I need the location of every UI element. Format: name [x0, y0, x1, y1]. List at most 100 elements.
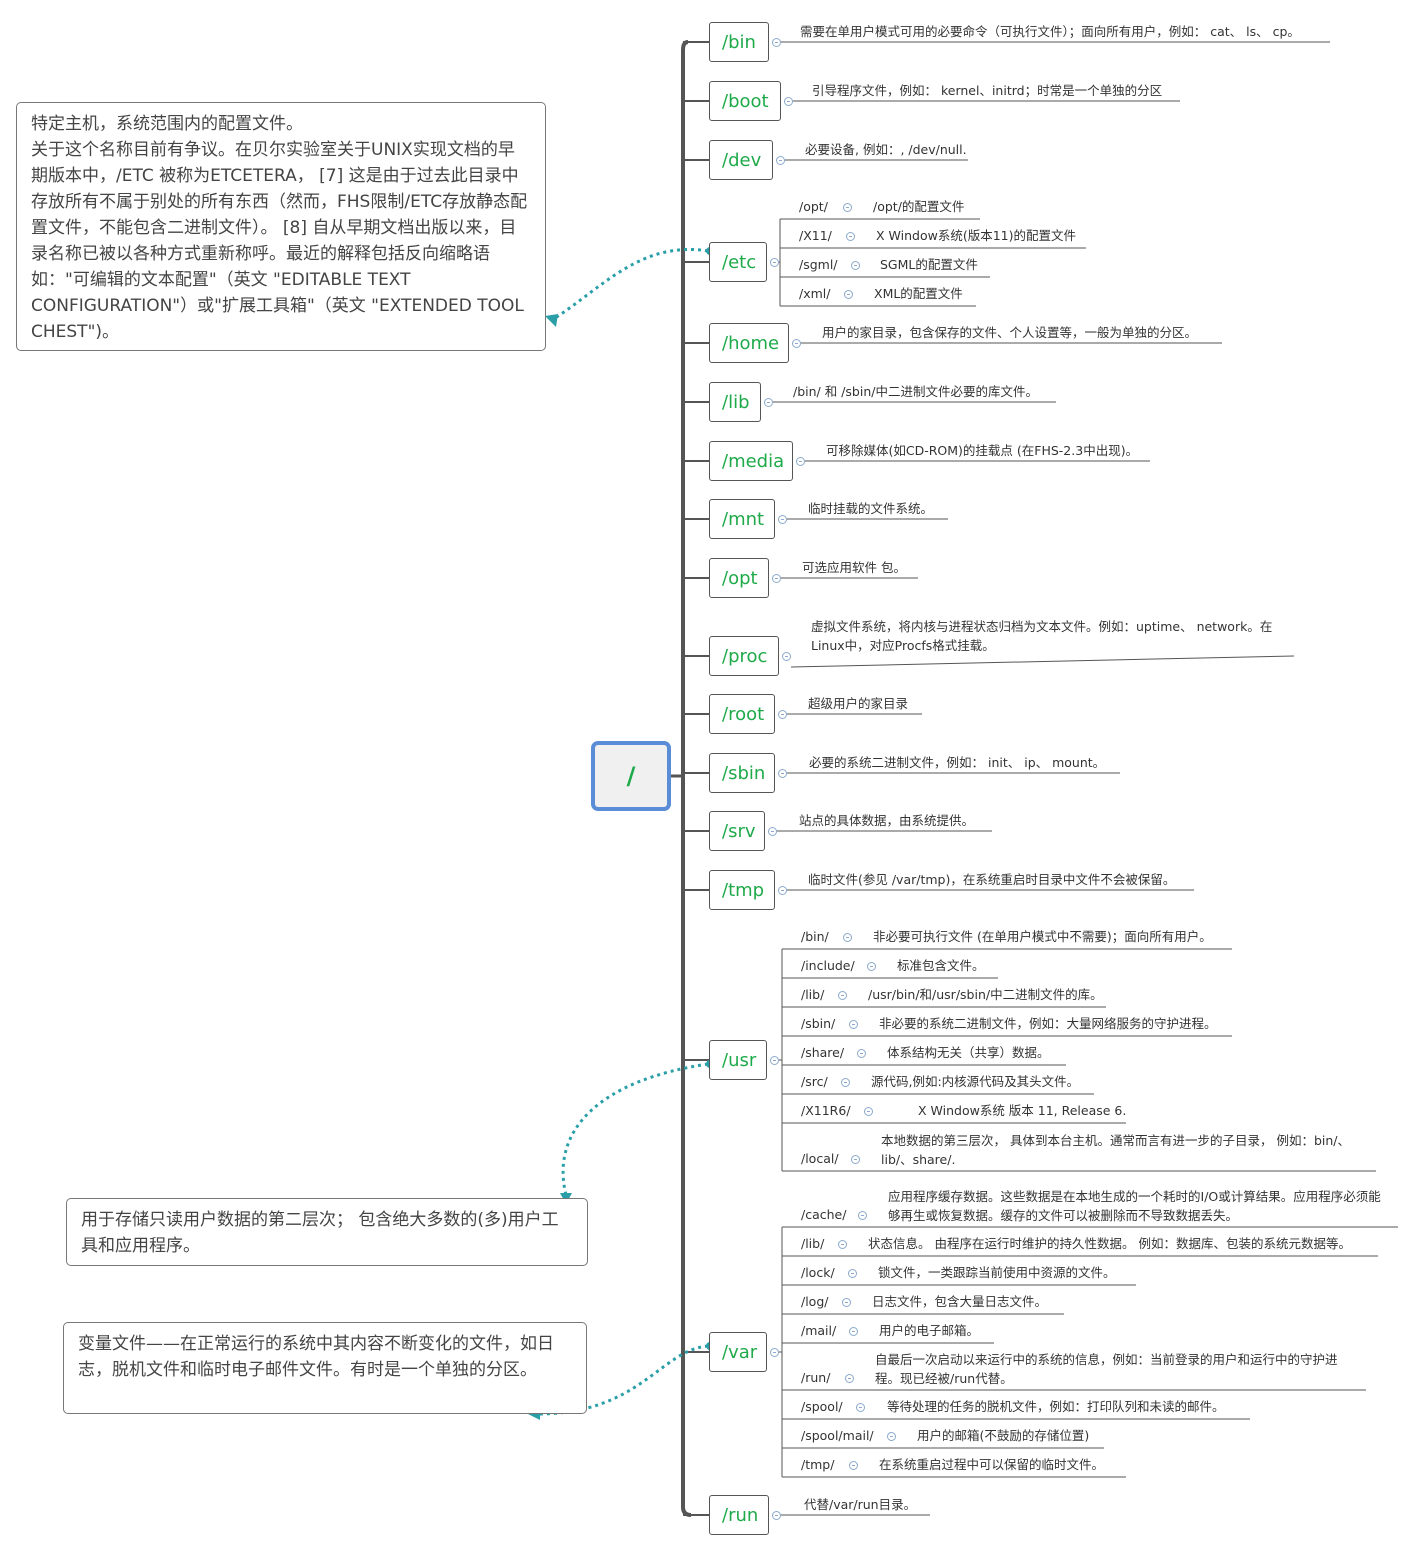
collapse-toggle-icon[interactable] [848, 1269, 857, 1278]
collapse-toggle-icon[interactable] [778, 515, 787, 524]
sub-item-key[interactable]: /X11R6/ [801, 1103, 851, 1118]
collapse-toggle-icon[interactable] [770, 1348, 779, 1357]
note-var-text: 变量文件——在正常运行的系统中其内容不断变化的文件，如日志，脱机文件和临时电子邮… [78, 1334, 554, 1380]
collapse-toggle-icon[interactable] [849, 1020, 858, 1029]
collapse-toggle-icon[interactable] [838, 1240, 847, 1249]
sub-item-key[interactable]: /lock/ [801, 1265, 835, 1280]
branch-description: 可选应用软件 包。 [802, 560, 906, 575]
collapse-toggle-icon[interactable] [792, 339, 801, 348]
collapse-toggle-icon[interactable] [776, 156, 785, 165]
branch-node-sbin[interactable]: /sbin [709, 753, 775, 793]
collapse-toggle-icon[interactable] [845, 1374, 854, 1383]
collapse-toggle-icon[interactable] [857, 1049, 866, 1058]
sub-item-description: 自最后一次启动以来运行中的系统的信息，例如：当前登录的用户和运行中的守护进程。现… [875, 1352, 1338, 1386]
branch-label: /boot [722, 90, 769, 112]
branch-node-boot[interactable]: /boot [709, 81, 781, 121]
collapse-toggle-icon[interactable] [778, 710, 787, 719]
sub-item-key[interactable]: /src/ [801, 1074, 828, 1089]
sub-item-key[interactable]: /cache/ [801, 1207, 847, 1222]
collapse-toggle-icon[interactable] [796, 457, 805, 466]
collapse-toggle-icon[interactable] [849, 1461, 858, 1470]
collapse-toggle-icon[interactable] [838, 991, 847, 1000]
collapse-toggle-icon[interactable] [770, 1056, 779, 1065]
branch-label: /tmp [722, 879, 765, 901]
collapse-toggle-icon[interactable] [867, 962, 876, 971]
sub-item-key[interactable]: /lib/ [801, 1236, 825, 1251]
sub-item-key[interactable]: /run/ [801, 1370, 831, 1385]
branch-node-tmp[interactable]: /tmp [709, 870, 775, 910]
sub-item-description: 源代码,例如:内核源代码及其头文件。 [871, 1074, 1080, 1089]
collapse-toggle-icon[interactable] [772, 574, 781, 583]
collapse-toggle-icon[interactable] [782, 652, 791, 661]
arrowhead-icon [545, 314, 558, 327]
sub-item-description: 体系结构无关（共享）数据。 [887, 1045, 1050, 1060]
collapse-toggle-icon[interactable] [842, 1298, 851, 1307]
branch-node-etc[interactable]: /etc [709, 242, 767, 282]
branch-description: 必要的系统二进制文件，例如： init、 ip、 mount。 [809, 755, 1106, 770]
collapse-toggle-icon[interactable] [778, 769, 787, 778]
note-connector-etc [551, 248, 709, 322]
collapse-toggle-icon[interactable] [851, 261, 860, 270]
sub-item-key[interactable]: /sbin/ [801, 1016, 836, 1031]
branch-node-bin[interactable]: /bin [709, 22, 769, 62]
collapse-toggle-icon[interactable] [770, 258, 779, 267]
sub-item-key[interactable]: /bin/ [801, 929, 829, 944]
sub-item-key[interactable]: /mail/ [801, 1323, 837, 1338]
sub-item-key[interactable]: /X11/ [799, 228, 832, 243]
collapse-toggle-icon[interactable] [846, 232, 855, 241]
branch-description: 必要设备, 例如：, /dev/null. [805, 142, 967, 157]
sub-item-key[interactable]: /local/ [801, 1151, 839, 1166]
branch-node-home[interactable]: /home [709, 323, 789, 363]
branch-description: 用户的家目录，包含保存的文件、个人设置等，一般为单独的分区。 [822, 325, 1198, 340]
sub-item-key[interactable]: /opt/ [799, 199, 828, 214]
note-var: 变量文件——在正常运行的系统中其内容不断变化的文件，如日志，脱机文件和临时电子邮… [63, 1322, 587, 1414]
root-node[interactable]: / [591, 741, 671, 811]
sub-item-description: 应用程序缓存数据。这些数据是在本地生成的一个耗时的I/O或计算结果。应用程序必须… [888, 1189, 1381, 1223]
branch-node-var[interactable]: /var [709, 1332, 767, 1372]
collapse-toggle-icon[interactable] [772, 1511, 781, 1520]
collapse-toggle-icon[interactable] [764, 398, 773, 407]
branch-label: /opt [722, 567, 758, 589]
collapse-toggle-icon[interactable] [849, 1327, 858, 1336]
branch-node-lib[interactable]: /lib [709, 382, 761, 422]
collapse-toggle-icon[interactable] [858, 1211, 867, 1220]
collapse-toggle-icon[interactable] [841, 1078, 850, 1087]
sub-item-key[interactable]: /sgml/ [799, 257, 838, 272]
sub-item-description: XML的配置文件 [874, 286, 963, 301]
sub-item-key[interactable]: /include/ [801, 958, 855, 973]
sub-item-key[interactable]: /spool/ [801, 1399, 843, 1414]
collapse-toggle-icon[interactable] [778, 886, 787, 895]
branch-node-mnt[interactable]: /mnt [709, 499, 775, 539]
sub-item-key[interactable]: /xml/ [799, 286, 831, 301]
sub-item-description: 标准包含文件。 [897, 958, 985, 973]
branch-node-root[interactable]: /root [709, 694, 775, 734]
branch-node-run[interactable]: /run [709, 1495, 769, 1535]
collapse-toggle-icon[interactable] [844, 290, 853, 299]
branch-description: 需要在单用户模式可用的必要命令（可执行文件）；面向所有用户，例如： cat、 l… [800, 24, 1300, 39]
branch-node-srv[interactable]: /srv [709, 811, 765, 851]
collapse-toggle-icon[interactable] [851, 1155, 860, 1164]
branch-node-proc[interactable]: /proc [709, 636, 779, 676]
branch-description: 超级用户的家目录 [808, 696, 909, 711]
branch-description: /bin/ 和 /sbin/中二进制文件必要的库文件。 [793, 384, 1038, 399]
sub-item-key[interactable]: /share/ [801, 1045, 845, 1060]
collapse-toggle-icon[interactable] [887, 1432, 896, 1441]
branch-description: 虚拟文件系统，将内核与进程状态归档为文本文件。例如：uptime、 networ… [811, 619, 1273, 653]
collapse-toggle-icon[interactable] [843, 933, 852, 942]
sub-item-key[interactable]: /log/ [801, 1294, 829, 1309]
collapse-toggle-icon[interactable] [843, 203, 852, 212]
branch-node-opt[interactable]: /opt [709, 558, 769, 598]
collapse-toggle-icon[interactable] [864, 1107, 873, 1116]
branch-node-dev[interactable]: /dev [709, 140, 773, 180]
branch-node-media[interactable]: /media [709, 441, 793, 481]
collapse-toggle-icon[interactable] [784, 97, 793, 106]
collapse-toggle-icon[interactable] [772, 38, 781, 47]
branch-node-usr[interactable]: /usr [709, 1040, 767, 1080]
sub-item-description: 状态信息。 由程序在运行时维护的持久性数据。 例如：数据库、包装的系统元数据等。 [868, 1236, 1351, 1251]
collapse-toggle-icon[interactable] [856, 1403, 865, 1412]
collapse-toggle-icon[interactable] [768, 827, 777, 836]
sub-item-key[interactable]: /tmp/ [801, 1457, 835, 1472]
sub-item-key[interactable]: /lib/ [801, 987, 825, 1002]
branch-label: /run [722, 1504, 759, 1526]
sub-item-key[interactable]: /spool/mail/ [801, 1428, 874, 1443]
